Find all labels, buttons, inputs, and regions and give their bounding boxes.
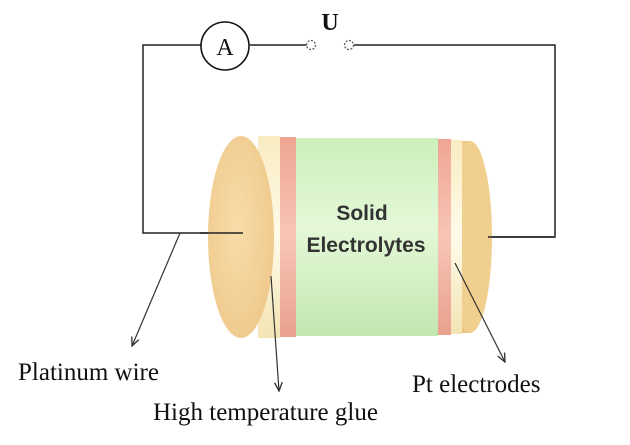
electrolyte-body — [293, 138, 438, 336]
left-wire — [142, 44, 243, 234]
platinum-wire-arrow — [132, 232, 181, 346]
pt-electrodes-label: Pt electrodes — [412, 371, 540, 398]
right-glue-band — [448, 140, 462, 334]
high-temp-glue-label: High temperature glue — [153, 399, 378, 426]
ammeter-symbol: A — [216, 35, 234, 61]
switch — [305, 39, 355, 51]
glue-arrow — [270, 275, 279, 391]
right-pt-electrode — [435, 139, 451, 335]
electrolyte-cell — [208, 136, 492, 338]
switch-contact-right — [343, 39, 355, 51]
cell-title-line2: Electrolytes — [306, 234, 425, 257]
left-pt-electrode — [276, 137, 296, 337]
voltage-label: U — [321, 10, 338, 36]
ammeter-circle — [200, 21, 250, 71]
leader-arrows — [132, 232, 505, 391]
switch-contact-left — [305, 39, 317, 51]
pt-electrodes-arrow — [454, 262, 505, 362]
left-cap-face — [208, 136, 274, 338]
ammeter: A — [200, 21, 250, 71]
cell-title-line1: Solid — [336, 202, 387, 225]
platinum-wire-label: Platinum wire — [18, 359, 159, 386]
